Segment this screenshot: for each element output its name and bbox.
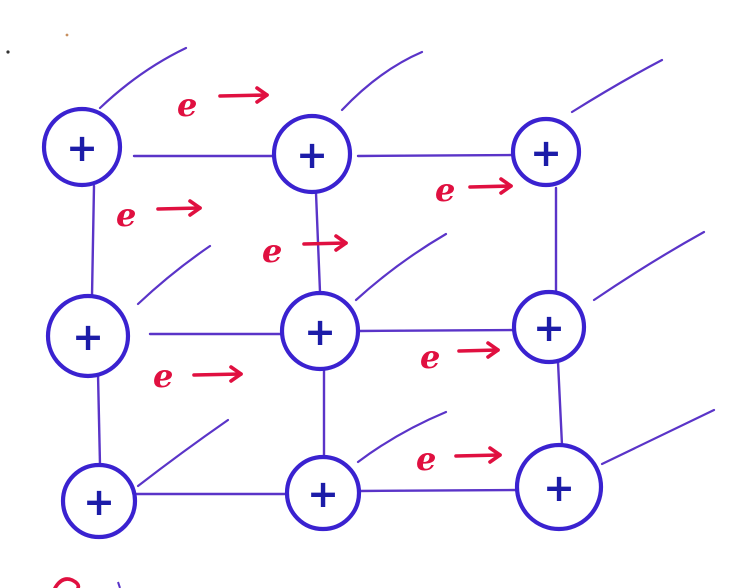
ions: + + + + + + + + + <box>41 106 604 540</box>
ion-charge-label: + <box>307 472 339 516</box>
positive-ion: + <box>284 454 362 532</box>
ion-charge-label: + <box>83 480 115 524</box>
electron-label: e <box>116 196 136 234</box>
ion-motion-tail <box>356 410 448 464</box>
electron-arrow-shaft <box>468 184 513 189</box>
electron-arrow-head <box>229 365 243 383</box>
electron-arrow-head <box>486 341 500 359</box>
ion-charge-label: + <box>72 315 104 359</box>
ion-circle <box>511 289 587 365</box>
electron-arrow-head <box>255 86 269 104</box>
positive-ion: + <box>511 289 587 365</box>
positive-ion: + <box>60 462 138 540</box>
corner-dot <box>6 50 10 54</box>
ion-charge-label: + <box>533 306 565 350</box>
lattice-lines <box>90 153 564 496</box>
lattice-bond-line <box>357 488 519 493</box>
ion-motion-tail <box>136 418 230 488</box>
positive-ion: + <box>271 113 353 195</box>
ion-tails <box>98 46 716 488</box>
ion-motion-tail <box>340 50 424 112</box>
ion-circle <box>279 290 361 372</box>
free-electron: e <box>153 357 243 395</box>
ion-charge-label: + <box>296 133 328 177</box>
lattice-bond-line <box>356 328 516 333</box>
partial-electron-mark <box>53 577 81 588</box>
ion-circle <box>271 113 353 195</box>
ion-circle <box>284 454 362 532</box>
positive-ion: + <box>45 293 131 379</box>
free-electron: e <box>177 86 269 124</box>
ion-motion-tail <box>570 58 664 114</box>
ion-charge-label: + <box>543 466 575 510</box>
electron-label: e <box>420 338 440 376</box>
electron-label: e <box>177 86 197 124</box>
ion-circle <box>514 442 604 532</box>
free-electron: e <box>416 440 502 478</box>
electron-arrow-head <box>488 446 502 464</box>
electron-arrow-shaft <box>454 453 502 458</box>
ion-charge-label: + <box>66 126 98 170</box>
ion-motion-tail <box>592 230 706 302</box>
lattice-bond-line <box>356 153 514 158</box>
electron-label: e <box>262 232 282 270</box>
electron-arrow-shaft <box>302 241 348 246</box>
electron-arrow-shaft <box>218 93 269 98</box>
electron-arrow-shaft <box>457 348 500 353</box>
positive-ion: + <box>279 290 361 372</box>
ion-circle <box>60 462 138 540</box>
positive-ion: + <box>41 106 123 188</box>
electron-arrow-head <box>499 177 513 195</box>
ion-motion-tail <box>98 46 188 110</box>
ion-circle <box>45 293 131 379</box>
lattice-bond-line <box>96 372 102 467</box>
free-electron: e <box>435 171 513 209</box>
lattice-bond-line <box>90 184 96 298</box>
ion-motion-tail <box>600 408 716 466</box>
corner-dot <box>65 33 69 37</box>
ion-charge-label: + <box>304 310 336 354</box>
free-electron: e <box>116 196 202 234</box>
electrons: e e e e e e e <box>116 86 513 478</box>
ion-motion-tail <box>136 244 212 306</box>
positive-ion: + <box>514 442 604 532</box>
free-electron: e <box>262 232 348 270</box>
lattice-bond-line <box>556 360 564 447</box>
ion-charge-label: + <box>530 131 562 175</box>
partial-lattice-mark <box>117 581 121 588</box>
electron-label: e <box>435 171 455 209</box>
ion-motion-tail <box>354 232 448 302</box>
electron-arrow-shaft <box>156 206 202 211</box>
free-electron: e <box>420 338 500 376</box>
electron-label: e <box>416 440 436 478</box>
electron-arrow-head <box>188 199 202 217</box>
positive-ion: + <box>510 116 582 188</box>
ion-circle <box>510 116 582 188</box>
electron-label: e <box>153 357 173 395</box>
electron-arrow-head <box>334 234 348 252</box>
electron-arrow-shaft <box>192 372 243 377</box>
ion-circle <box>41 106 123 188</box>
